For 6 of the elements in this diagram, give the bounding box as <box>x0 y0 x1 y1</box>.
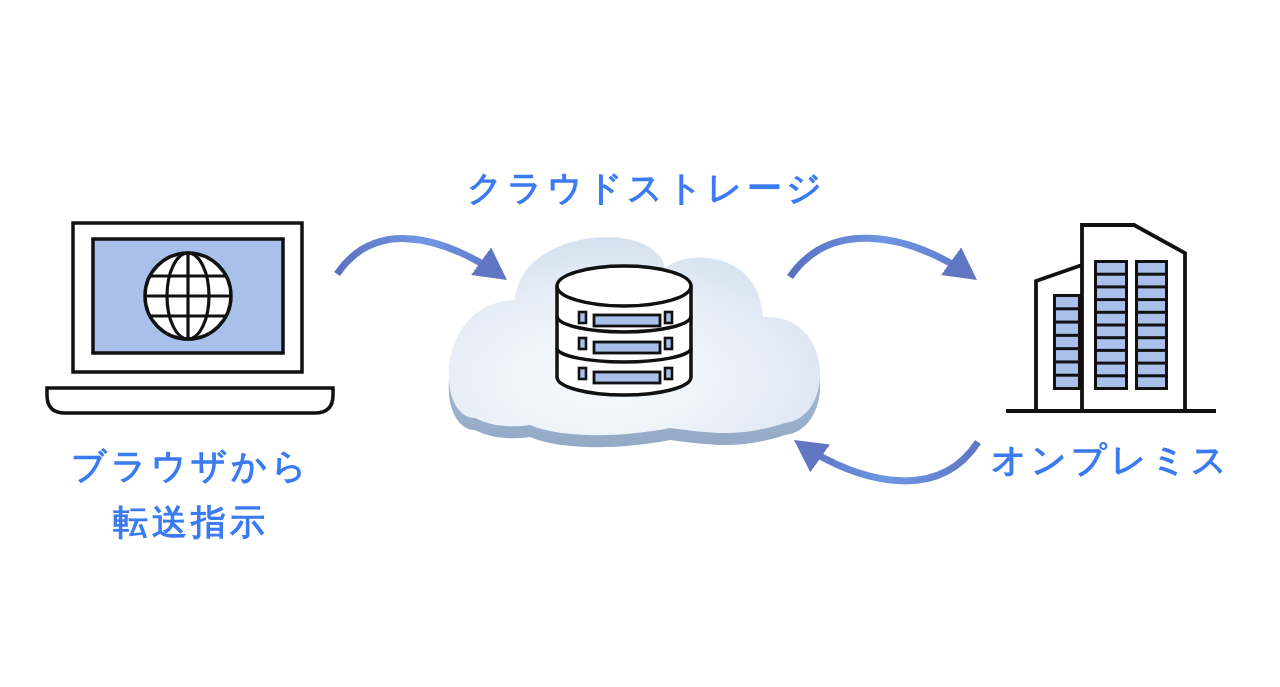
curved-arrow <box>334 235 509 283</box>
node-label: オンプレミス <box>991 439 1231 482</box>
curved-arrow <box>792 437 981 485</box>
curved-arrow <box>787 234 979 283</box>
node-label: ブラウザから転送指示 <box>70 445 312 544</box>
node-label: クラウドストレージ <box>466 167 826 210</box>
